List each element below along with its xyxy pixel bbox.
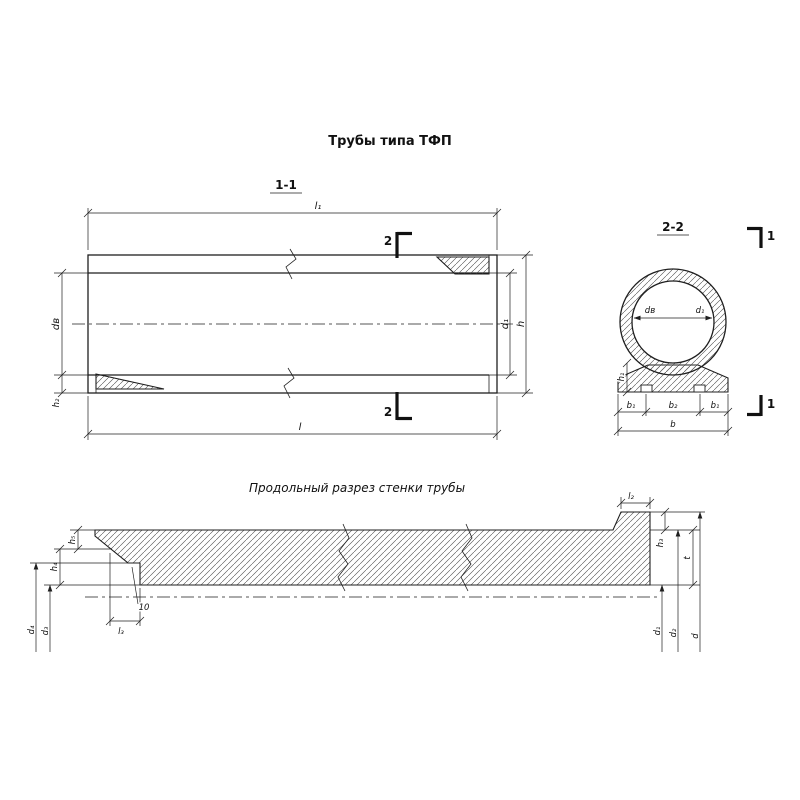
dim-label-10: 10	[139, 603, 150, 613]
dim-label-h5: h₅	[68, 535, 78, 544]
groove-right	[693, 384, 706, 393]
dim-label-h3: h₃	[656, 538, 666, 547]
view-section-1-1: 1-1 l₁ l	[51, 178, 533, 440]
dim-label-d1-cross: d₁	[696, 306, 705, 316]
view-label-1-1: 1-1	[275, 178, 297, 192]
dim-t: t	[650, 525, 700, 590]
dim-b-row: b₁ b₂ b₁ b	[613, 394, 733, 436]
dim-label-d1-wall: d₁	[653, 627, 663, 636]
dim-label-d3: d₃	[41, 626, 51, 635]
dim-bore-diameters: dв d₁	[633, 306, 713, 321]
dim-label-d-wall: d	[691, 633, 701, 639]
break-mark-bottom	[283, 367, 295, 399]
break-line-1	[337, 523, 350, 592]
dim-label-dv: dв	[51, 318, 62, 330]
wall-profile	[94, 511, 651, 586]
break-line-2	[460, 523, 473, 592]
cut-label-2-bottom: 2	[384, 405, 392, 419]
section-cut-2-bottom: 2	[384, 392, 412, 421]
wall-section-title: Продольный разрез стенки трубы	[249, 481, 465, 495]
dim-h3: h₃	[650, 507, 705, 547]
dim-h-right: h	[497, 250, 533, 398]
drawing-title: Трубы типа ТФП	[328, 134, 452, 149]
dim-label-b1-left: b₁	[627, 401, 636, 411]
dim-d1-right: d₁	[489, 268, 517, 380]
dim-h4: h₄	[44, 544, 140, 590]
dim-step-10: 10	[131, 566, 151, 615]
dim-l: l	[83, 396, 502, 440]
dim-label-b: b	[670, 420, 675, 430]
dim-d3: d₃	[41, 584, 53, 652]
dim-label-d2-wall: d₂	[669, 628, 679, 637]
dim-l1: l₁	[83, 201, 502, 250]
dim-d2-wall: d₂	[668, 529, 681, 652]
break-mark-top	[285, 248, 297, 280]
view-label-2-2: 2-2	[662, 220, 684, 234]
dim-label-l: l	[299, 422, 302, 433]
bore-circle	[631, 280, 715, 364]
dim-d4: d₄	[27, 562, 128, 652]
dim-label-h: h	[516, 321, 527, 327]
dim-l2: l₂	[616, 492, 655, 509]
dim-label-d1: d₁	[500, 319, 511, 329]
dim-label-l2: l₂	[628, 492, 634, 502]
view-arrow-1-bottom: 1	[747, 395, 775, 417]
dim-label-l3: l₃	[118, 627, 124, 637]
dim-dv: dв	[51, 268, 88, 380]
outer-circle	[619, 268, 727, 376]
view-section-2-2: 2-2 dв d₁ h₁	[613, 220, 775, 436]
dim-label-b2: b₂	[669, 401, 678, 411]
view-label-1-bottom: 1	[767, 397, 775, 411]
dim-label-t: t	[683, 556, 693, 560]
dim-label-b1-right: b₁	[711, 401, 720, 411]
dim-label-dv-cross: dв	[645, 306, 655, 316]
dim-label-d4: d₄	[27, 625, 37, 634]
groove-left	[640, 384, 653, 393]
dim-label-h4: h₄	[50, 562, 60, 571]
dim-h2: h₂	[52, 375, 88, 407]
dim-d1-wall: d₁	[653, 584, 665, 652]
view-arrow-1-top: 1	[747, 226, 775, 248]
dim-l3: l₃	[105, 553, 145, 637]
dim-d-wall: d	[690, 511, 703, 652]
dim-label-l1: l₁	[315, 201, 322, 212]
dim-h1: h₁	[616, 358, 632, 397]
view-label-1-top: 1	[767, 229, 775, 243]
dim-h5: h₅	[54, 525, 112, 554]
dim-label-h2: h₂	[52, 398, 62, 407]
view-wall-section: Продольный разрез стенки трубы h₅ h₄ d₄	[27, 481, 705, 652]
dim-label-h1: h₁	[617, 373, 627, 382]
cut-label-2-top: 2	[384, 234, 392, 248]
section-cut-2-top: 2	[384, 231, 412, 258]
pipe-cross-section	[617, 268, 729, 393]
